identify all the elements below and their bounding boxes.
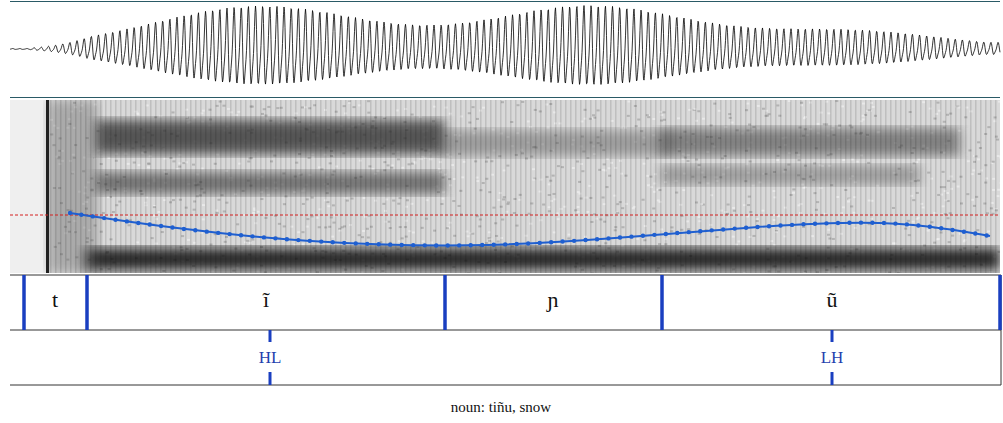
reference-line <box>10 215 1000 216</box>
textgrid-tiers <box>10 275 1001 385</box>
tone-label: LH <box>821 349 844 366</box>
tone-label: HL <box>259 349 282 366</box>
segment-label: ĩ <box>263 289 269 311</box>
pitch-points <box>68 211 989 248</box>
segment-label: ɲ <box>548 289 559 311</box>
figure-caption: noun: tiñu, snow <box>451 400 551 415</box>
segment-label: ũ <box>827 289 838 311</box>
waveform <box>10 6 1000 85</box>
panel-border <box>10 1 1000 2</box>
segment-label: t <box>52 289 58 311</box>
spectrogram <box>10 100 1003 275</box>
panel-border <box>10 97 1000 98</box>
pitch-track <box>70 213 990 245</box>
